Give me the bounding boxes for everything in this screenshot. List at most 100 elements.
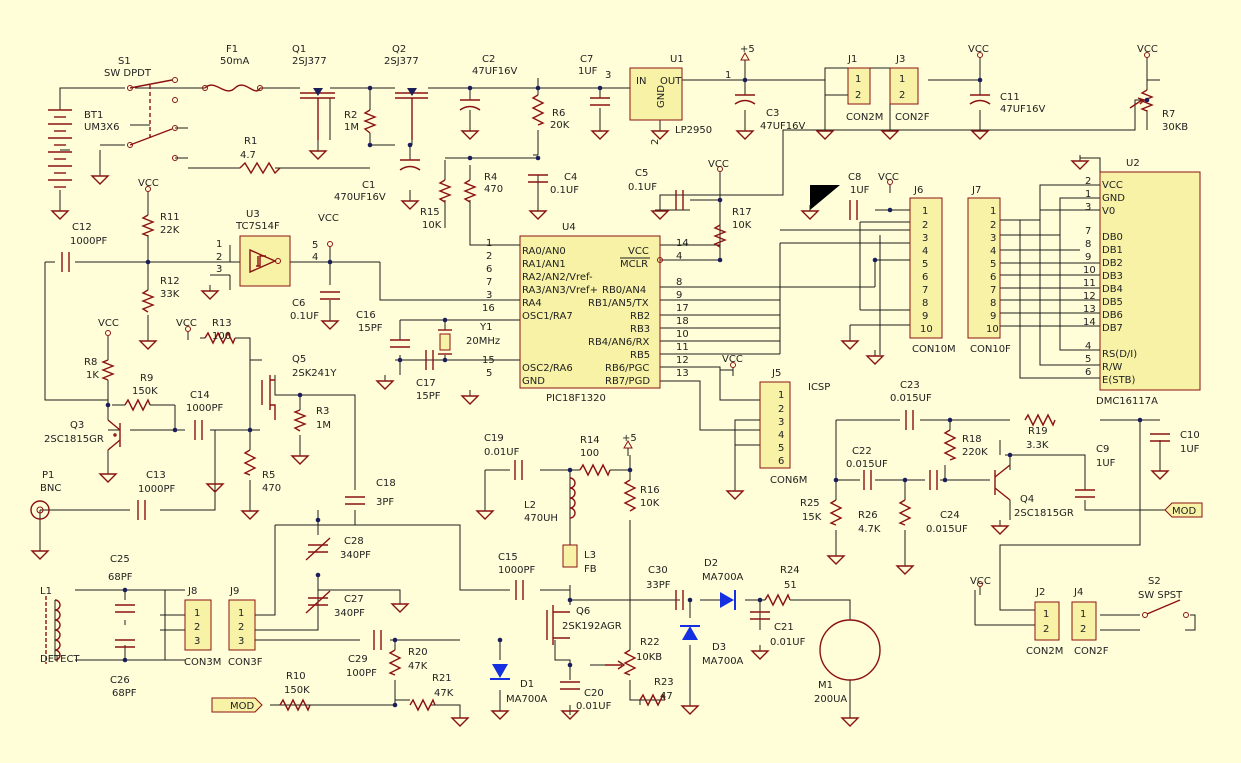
- r3-ref: R3: [316, 406, 329, 417]
- svg-text:RA2/AN2/Vref-: RA2/AN2/Vref-: [522, 272, 593, 283]
- c22-value: 0.015UF: [846, 459, 888, 470]
- r12-value: 33K: [160, 289, 180, 300]
- p1-value: BNC: [40, 483, 61, 494]
- r11-ref: R11: [160, 212, 180, 223]
- c23-value: 0.015UF: [890, 393, 932, 404]
- resistor-r2: R2 1M: [344, 109, 377, 134]
- r22-value: 10KB: [636, 652, 662, 663]
- battery-bt1: BT1 UM3X6: [48, 109, 120, 188]
- vcc-label: VCC: [968, 44, 989, 55]
- svg-text:9: 9: [1085, 252, 1091, 263]
- j3-pin-2: 2: [899, 90, 905, 101]
- j6-pin: 6: [922, 272, 928, 283]
- j6-pin: 8: [922, 298, 928, 309]
- capacitor-c30: C30 33PF: [646, 565, 684, 610]
- svg-text:7: 7: [486, 277, 492, 288]
- svg-text:RB7/PGD: RB7/PGD: [605, 376, 650, 387]
- c1-ref: C1: [362, 180, 375, 191]
- capacitor-c15: C15 1000PF: [498, 552, 535, 600]
- diode-d2: D2 MA700A: [702, 558, 744, 610]
- r3-value: 1M: [316, 420, 331, 431]
- svg-text:6: 6: [778, 456, 784, 467]
- c24-value: 0.015UF: [926, 524, 968, 535]
- svg-text:RS(D/I): RS(D/I): [1102, 349, 1137, 360]
- j7-pin: 10: [986, 324, 999, 335]
- svg-text:3: 3: [1085, 202, 1091, 213]
- connector-j6: 1 2 3 4 5 6 7 8 9 10 J6 CON10M: [909, 185, 956, 355]
- capacitor-c21: C21 0.01UF: [750, 611, 806, 648]
- j7-pin: 7: [990, 285, 996, 296]
- svg-text:11: 11: [1083, 278, 1096, 289]
- svg-text:GND: GND: [1102, 193, 1125, 204]
- c20-value: 0.01UF: [576, 701, 612, 712]
- resistor-r20: R20 47K: [388, 647, 428, 676]
- c5-ref: C5: [635, 168, 648, 179]
- capacitor-c26: C26 68PF: [110, 639, 137, 699]
- j2-value: CON2M: [1026, 646, 1063, 657]
- r7-ref: R7: [1162, 109, 1175, 120]
- svg-text:DB7: DB7: [1102, 323, 1123, 334]
- transistor-q1: Q1 2SJ377: [292, 44, 335, 140]
- c21-value: 0.01UF: [770, 637, 806, 648]
- connector-j7: 1 2 3 4 5 6 7 8 9 10 J7 CON10F: [967, 185, 1011, 355]
- svg-text:RA1/AN1: RA1/AN1: [522, 259, 566, 270]
- j7-ref: J7: [971, 185, 981, 196]
- svg-text:8: 8: [1085, 239, 1091, 250]
- r13-ref: R13: [212, 318, 232, 329]
- transistor-q5: Q5 2SK241Y: [261, 354, 337, 420]
- r5-value: 470: [262, 483, 281, 494]
- j4-value: CON2F: [1074, 646, 1109, 657]
- r6-ref: R6: [552, 108, 565, 119]
- vcc-label: VCC: [878, 172, 899, 183]
- resistor-r18: R18 220K: [943, 429, 988, 461]
- svg-text:15: 15: [482, 355, 495, 366]
- q1-ref: Q1: [292, 44, 306, 55]
- j1-pin-2: 2: [855, 90, 861, 101]
- c28-ref: C28: [344, 536, 364, 547]
- svg-text:9: 9: [676, 290, 682, 301]
- q5-value: 2SK241Y: [292, 368, 337, 379]
- u3-value: TC7S14F: [235, 221, 280, 232]
- capacitor-c3: C3 47UF16V: [734, 94, 806, 132]
- svg-text:MOD: MOD: [230, 701, 254, 712]
- fuse-f1: F1 50mA: [202, 44, 263, 92]
- c6-value: 0.1UF: [290, 311, 319, 322]
- svg-text:OSC2/RA6: OSC2/RA6: [522, 363, 573, 374]
- svg-text:3: 3: [194, 636, 200, 647]
- l1-value: DETECT: [40, 654, 80, 665]
- vcc-label: VCC: [176, 318, 197, 329]
- r17-ref: R17: [732, 207, 752, 218]
- svg-text:1: 1: [194, 608, 200, 619]
- svg-text:6: 6: [486, 264, 492, 275]
- resistor-r5: R5 470: [243, 449, 281, 494]
- svg-text:1: 1: [778, 390, 784, 401]
- capacitor-c8: C8 1UF: [810, 172, 875, 220]
- j3-value: CON2F: [895, 112, 930, 123]
- resistor-r25: R25 15K: [800, 498, 843, 526]
- c11-value: 47UF16V: [1000, 104, 1046, 115]
- r18-ref: R18: [962, 434, 982, 445]
- lcd-u2: U2 DMC16117A: [1096, 158, 1201, 407]
- capacitor-c29: C29 100PF: [346, 630, 382, 679]
- c29-value: 100PF: [346, 668, 377, 679]
- r6-value: 20K: [550, 120, 570, 131]
- c14-ref: C14: [190, 390, 210, 401]
- c8-value: 1UF: [850, 185, 870, 196]
- r25-value: 15K: [802, 512, 822, 523]
- resistor-r8: R8 1K: [84, 357, 115, 381]
- j9-ref: J9: [229, 586, 239, 597]
- c6-ref: C6: [292, 298, 305, 309]
- bt1-ref: BT1: [84, 110, 103, 121]
- u1-value: LP2950: [675, 125, 712, 136]
- j2-ref: J2: [1035, 587, 1045, 598]
- u1-pin-3: 3: [605, 70, 611, 81]
- c29-ref: C29: [348, 654, 368, 665]
- c13-ref: C13: [146, 470, 166, 481]
- svg-text:DB6: DB6: [1102, 310, 1123, 321]
- c4-value: 0.1UF: [550, 185, 579, 196]
- svg-text:1: 1: [486, 238, 492, 249]
- r20-ref: R20: [408, 647, 428, 658]
- j7-pin: 3: [990, 233, 996, 244]
- capacitor-c22: C22 0.015UF: [846, 446, 888, 490]
- svg-text:DB0: DB0: [1102, 232, 1123, 243]
